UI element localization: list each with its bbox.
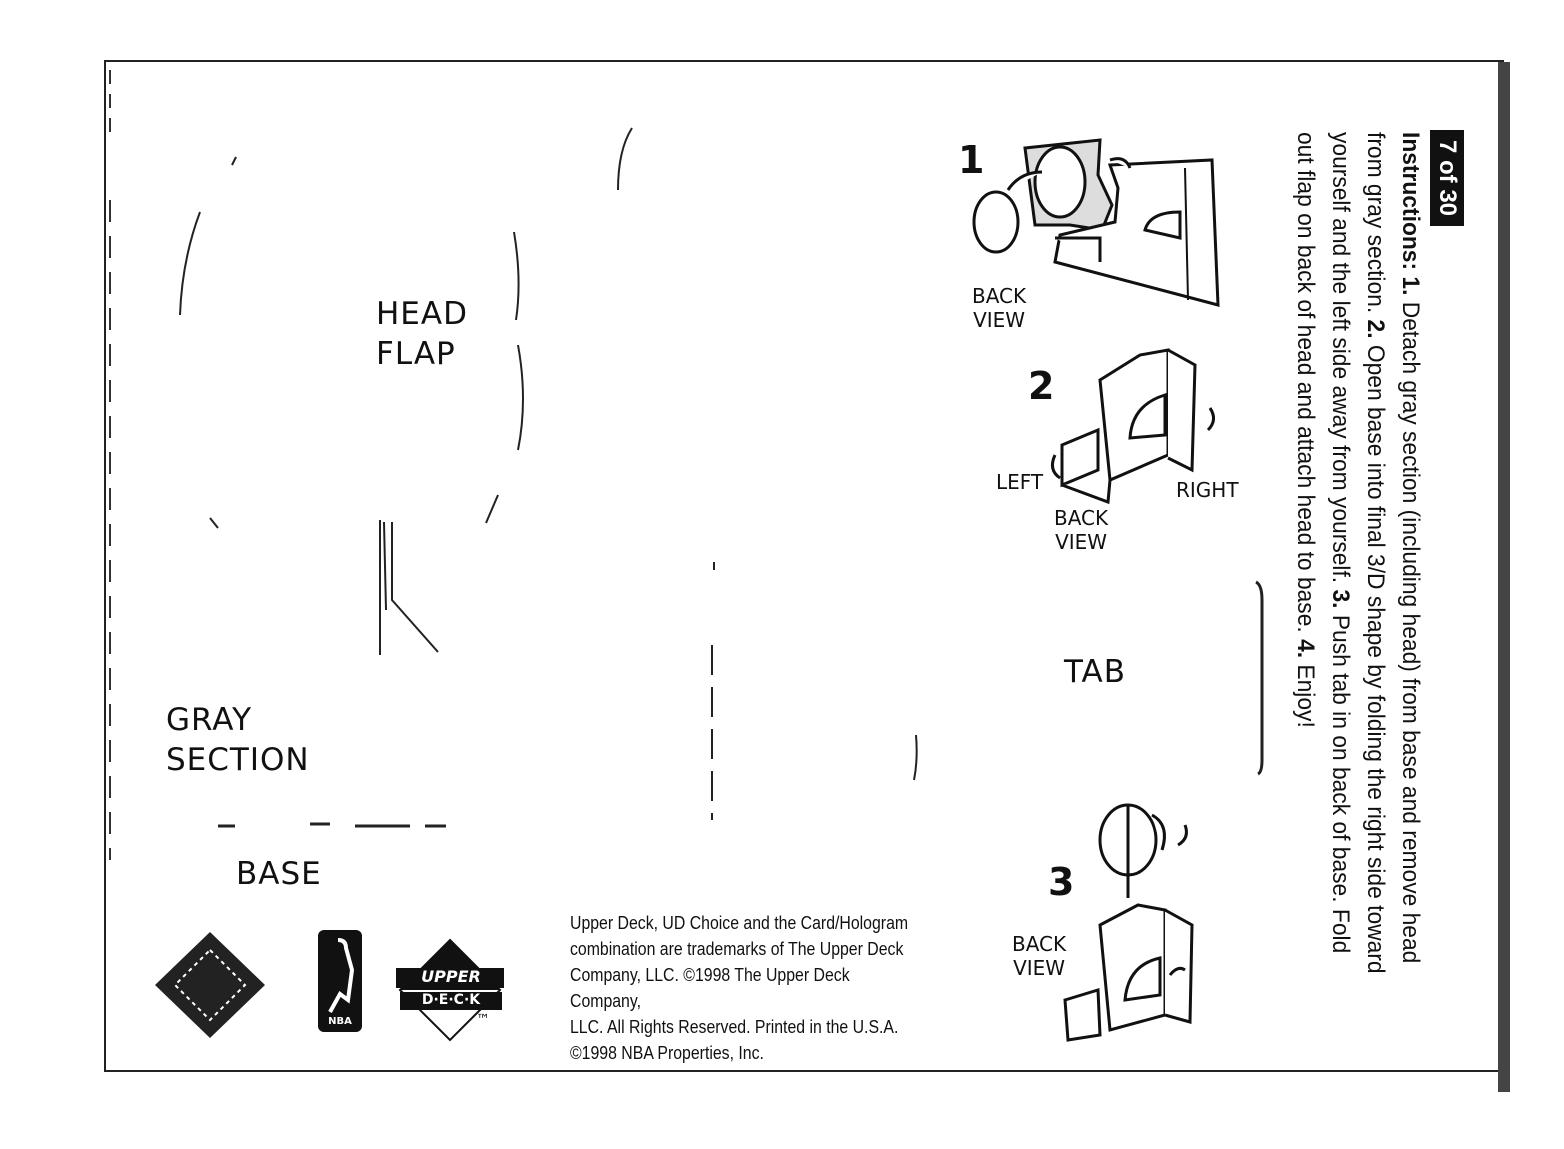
step-number: 4. [1292, 639, 1319, 659]
upper-deck-logo-bottom: D·E·C·K [421, 992, 481, 1008]
upper-deck-logo [396, 938, 504, 1042]
neck-lines [379, 520, 439, 655]
trademark-symbol: ™ [476, 1012, 490, 1028]
tab-bracket [1255, 580, 1264, 776]
diagram-2-right-label: RIGHT [1176, 478, 1239, 502]
gray-section-border [218, 822, 446, 828]
head-outline [179, 127, 633, 529]
hologram-diamond-logo [155, 932, 265, 1038]
base-label: BASE [236, 856, 322, 892]
diagram-2-number: 2 [1028, 364, 1055, 408]
center-fold-line [711, 562, 918, 820]
instructions-panel: 7 of 30 Instructions: 1. Detach gray sec… [1292, 130, 1464, 1028]
step-text: Enjoy! [1292, 658, 1319, 728]
legal-text: Upper Deck, UD Choice and the Card/Holog… [570, 913, 909, 1063]
card-outline [104, 60, 1504, 1072]
step-number: 3. [1327, 589, 1354, 609]
step-number: 1. [1397, 276, 1424, 296]
diagram-2-left-label: LEFT [996, 470, 1044, 494]
card-right-edge [1498, 62, 1510, 1092]
nba-logo [318, 930, 362, 1032]
diagram-1-illustration [972, 138, 1220, 307]
upper-deck-logo-top: UPPER [421, 967, 481, 986]
diagram-3-number: 3 [1048, 860, 1075, 904]
card-number-badge: 7 of 30 [1430, 130, 1464, 227]
diagram-2-caption: BACK VIEW [1054, 506, 1109, 554]
diagram-1-number: 1 [958, 138, 985, 182]
step-number: 2. [1362, 319, 1389, 339]
instructions-heading: Instructions: [1397, 132, 1424, 271]
diagram-3-caption: BACK VIEW [1012, 932, 1067, 980]
instructions-text: Instructions: 1. Detach gray section (in… [1288, 132, 1428, 983]
tab-label: TAB [1064, 654, 1127, 690]
diagram-2-illustration [1050, 348, 1215, 505]
diagram-3-illustration [1063, 803, 1194, 1042]
head-flap-label: HEAD FLAP [376, 296, 468, 372]
gray-section-label: GRAY SECTION [166, 702, 310, 778]
diagram-1-caption: BACK VIEW [972, 284, 1027, 332]
nba-logo-text: NBA [328, 1016, 352, 1027]
